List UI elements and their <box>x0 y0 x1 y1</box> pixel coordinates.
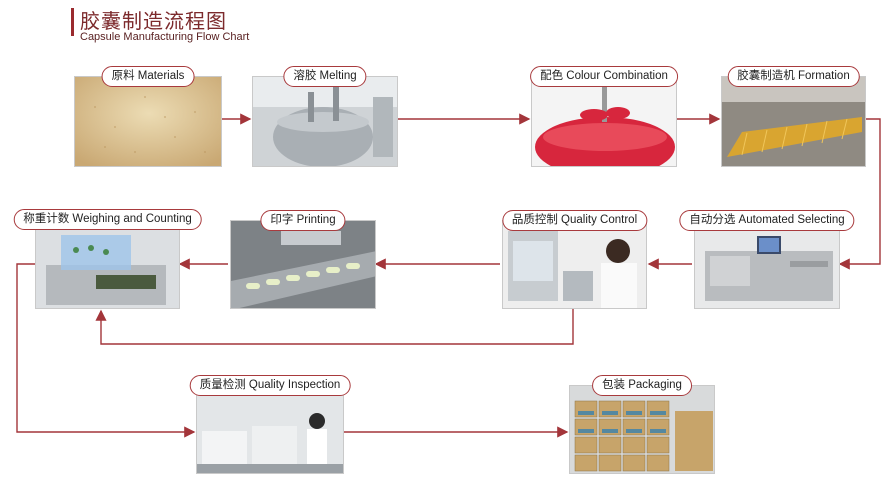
packaging-image <box>569 385 715 474</box>
printing-image <box>230 220 376 309</box>
step-packaging: 包装 Packaging <box>569 375 715 474</box>
step-label: 溶胶 Melting <box>283 66 367 87</box>
step-melting: 溶胶 Melting <box>252 66 398 167</box>
step-label: 包装 Packaging <box>592 375 692 396</box>
colour-image <box>531 76 677 167</box>
step-weighing: 称重计数 Weighing and Counting <box>13 209 202 309</box>
step-label: 配色 Colour Combination <box>530 66 678 87</box>
step-inspection: 质量检测 Quality Inspection <box>189 375 351 474</box>
weighing-image <box>35 219 180 309</box>
arrow-formation-selecting <box>838 118 881 270</box>
step-label: 品质控制 Quality Control <box>501 210 648 231</box>
title-accent-bar <box>71 8 74 36</box>
step-label: 印字 Printing <box>260 210 346 231</box>
melting-image <box>252 76 398 167</box>
inspection-image <box>196 385 344 474</box>
page-subtitle: Capsule Manufacturing Flow Chart <box>80 31 250 43</box>
arrow-weighing-inspection <box>16 263 196 438</box>
step-colour: 配色 Colour Combination <box>530 66 678 167</box>
step-selecting: 自动分选 Automated Selecting <box>679 210 855 309</box>
materials-image <box>74 76 222 167</box>
step-label: 质量检测 Quality Inspection <box>189 375 351 396</box>
step-printing: 印字 Printing <box>230 210 376 309</box>
step-label: 胶囊制造机 Formation <box>727 66 860 87</box>
step-label: 自动分选 Automated Selecting <box>679 210 855 231</box>
step-materials: 原料 Materials <box>74 66 222 167</box>
selecting-image <box>694 220 840 309</box>
step-formation: 胶囊制造机 Formation <box>721 66 866 167</box>
step-label: 称重计数 Weighing and Counting <box>13 209 202 230</box>
formation-image <box>721 76 866 167</box>
step-quality-control: 品质控制 Quality Control <box>501 210 648 309</box>
page-title: 胶囊制造流程图 <box>80 9 227 33</box>
arrow-qc-weighing-loop <box>95 307 574 345</box>
quality-control-image <box>502 220 647 309</box>
step-label: 原料 Materials <box>101 66 195 87</box>
